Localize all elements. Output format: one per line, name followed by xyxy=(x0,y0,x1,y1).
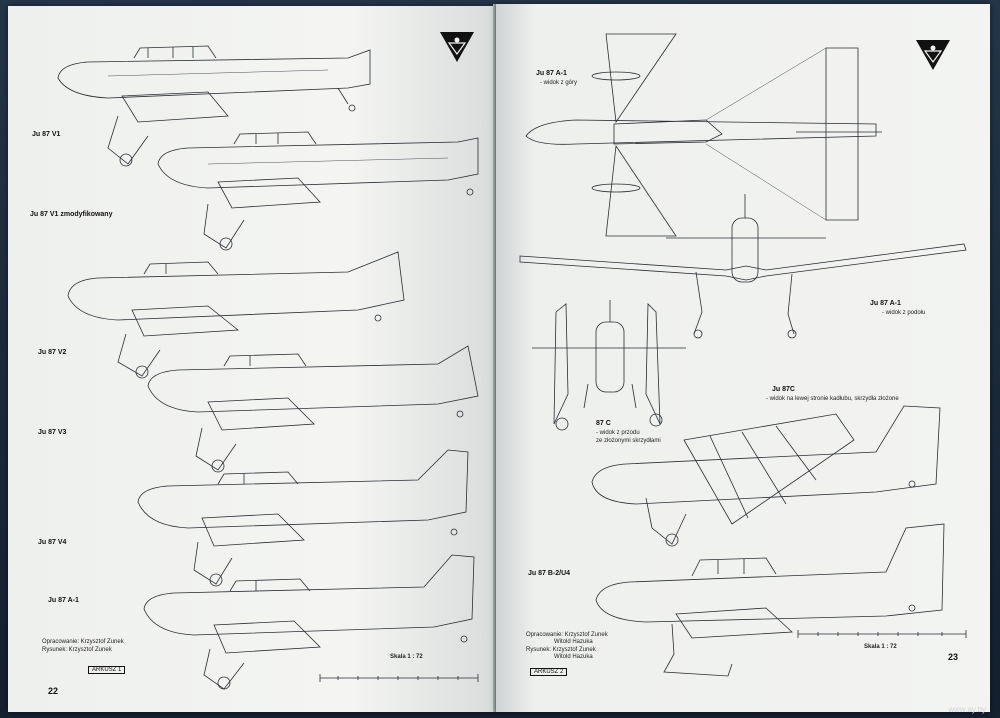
left-aircraft-label-1: Ju 87 V1 xyxy=(32,131,61,138)
left-scale-label: Skala 1 : 72 xyxy=(390,654,423,660)
right-c2-sub2: ze złożonymi skrzydłami xyxy=(596,438,661,444)
left-page: Ju 87 V1 Ju 87 V1 zmodyfikowany Ju 87 V2 xyxy=(8,6,496,712)
right-page-number: 23 xyxy=(948,652,959,662)
right-bottom-view-sub: - widok z podołu xyxy=(882,310,926,316)
left-credit-2: Rysunek: Krzysztof Zunek xyxy=(42,647,112,653)
left-page-number: 22 xyxy=(48,686,59,696)
right-credit-2: Witold Hazuka xyxy=(554,639,593,645)
left-aircraft-label-6: Ju 87 A-1 xyxy=(48,597,79,604)
right-page-aircraft-drawings xyxy=(519,33,967,677)
right-credit-3: Rysunek: Krzysztof Zunek xyxy=(526,647,596,653)
right-credit-1: Opracowanie: Krzysztof Zunek xyxy=(526,632,608,638)
right-page: Ju 87 A-1 - widok z góry Ju 87 A-1 - wid… xyxy=(496,4,990,712)
right-top-label: Ju 87 A-1 xyxy=(536,70,567,77)
watermark: www.ay.by xyxy=(948,705,986,714)
left-aircraft-label-5: Ju 87 V4 xyxy=(38,539,67,546)
right-scale-label: Skala 1 : 72 xyxy=(864,644,897,650)
publisher-logo-right xyxy=(916,40,950,70)
left-sheet-badge: ARKUSZ 1 xyxy=(88,666,126,674)
left-aircraft-label-2: Ju 87 V1 zmodyfikowany xyxy=(30,211,113,218)
right-c2-sub1: - widok z przodu xyxy=(596,430,640,436)
right-bottom-view-label: Ju 87 A-1 xyxy=(870,300,901,307)
right-c-sub: - widok na lewej stronie kadłubu, skrzyd… xyxy=(766,396,899,402)
right-credit-4: Witold Hazuka xyxy=(554,654,593,660)
left-aircraft-label-4: Ju 87 V3 xyxy=(38,429,67,436)
right-c-label: Ju 87C xyxy=(772,386,795,393)
right-sheet-badge: ARKUSZ 2 xyxy=(530,668,568,676)
right-top-sub: - widok z góry xyxy=(540,80,578,86)
right-b2-label: Ju 87 B-2/U4 xyxy=(528,570,571,577)
left-aircraft-label-3: Ju 87 V2 xyxy=(38,349,67,356)
publisher-logo-left xyxy=(440,32,474,62)
left-page-aircraft-drawings: Ju 87 V1 Ju 87 V1 zmodyfikowany Ju 87 V2 xyxy=(30,45,479,690)
right-c2-label: 87 C xyxy=(596,420,611,427)
left-credit-1: Opracowanie: Krzysztof Zunek xyxy=(42,639,124,645)
